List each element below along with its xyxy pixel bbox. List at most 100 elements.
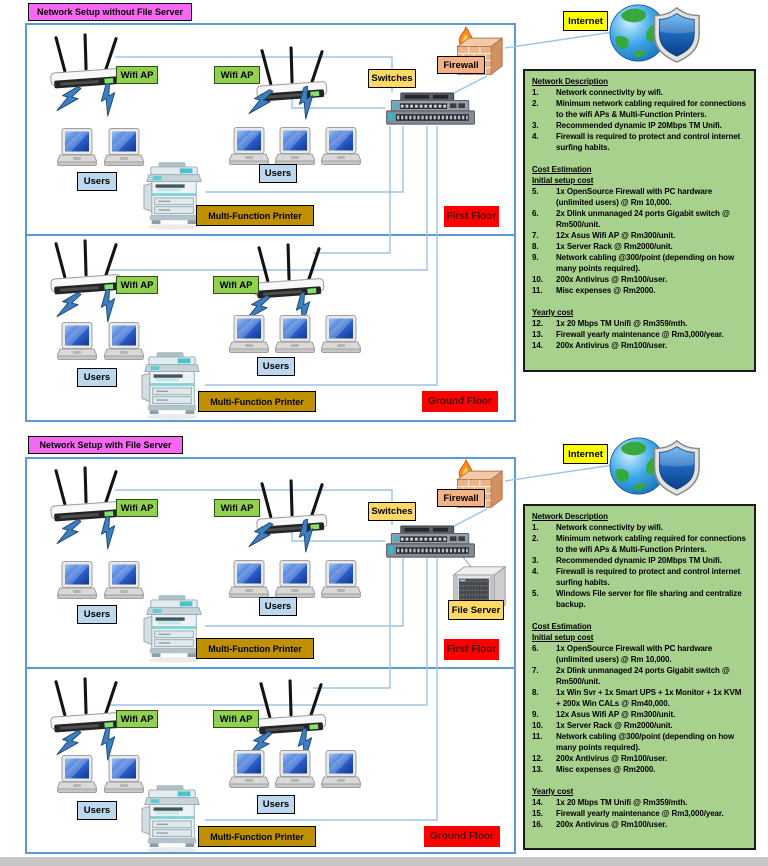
cable-line [205,558,438,821]
laptop-icon [104,322,144,362]
laptop-icon [57,128,97,168]
description-heading: Network Description [532,77,608,86]
d2-ground-floor-box [25,667,516,854]
wifi-ap-label: Wifi AP [116,499,158,517]
laptop-icon [275,560,315,600]
printer-label: Multi-Function Printer [198,391,316,412]
laptop-icon [104,561,144,601]
laptop-icon [229,127,269,167]
internet-globe-shield-icon [608,2,705,64]
laptop-icon [321,560,361,600]
cable-line [291,528,385,542]
floor-boxes [25,23,516,854]
laptop-icon [229,750,269,790]
cost-item: 14.200x Antivirus @ Rm100/user. [532,341,667,350]
cost-item: 6.2x Dlink unmanaged 24 ports Gigabit sw… [532,209,730,229]
description-item: 2.Minimum network cabling required for c… [532,99,746,119]
cable-line [291,95,385,109]
cost-item: 13.Firewall yearly maintenance @ Rm3,000… [532,330,724,339]
cost-item: 10.1x Server Rack @ Rm2000/unit. [532,721,673,730]
laptop-icon [57,561,97,601]
file-server-label: File Server [448,600,504,620]
cost-item: 16.200x Antivirus @ Rm100/user. [532,820,667,829]
laptop-icon [229,315,269,355]
cable-line [504,31,614,49]
cost-item: 11.Network cabling @300/point (depending… [532,732,735,752]
internet-label: Internet [563,444,608,464]
switch-stack-icon [385,92,477,126]
cost-item: 11.Misc expenses @ Rm2000. [532,286,656,295]
laptop-icon [104,128,144,168]
users-label: Users [257,357,295,376]
cost-item: 15.Firewall yearly maintenance @ Rm3,000… [532,809,724,818]
users-label: Users [77,172,117,191]
printer-label: Multi-Function Printer [196,638,314,659]
first-floor-label: First Floor [444,639,499,660]
printer-icon [141,351,203,421]
cost-item: 9.Network cabling @300/point (depending … [532,253,735,273]
switches-label: Switches [368,502,416,521]
switch-stack-icon [385,525,477,559]
cable-line [108,126,428,271]
firewall-label: Firewall [437,489,485,507]
users-label: Users [257,795,295,814]
diagram1-title: Network Setup without File Server [28,3,192,21]
yearly-cost-heading: Yearly cost [532,787,574,796]
description-item: 1.Network connectivity by wifi. [532,88,663,97]
diagram2-title: Network Setup with File Server [28,436,183,454]
description-item: 4.Firewall is required to protect and co… [532,132,741,152]
ground-floor-label: Ground Floor [424,826,500,847]
yearly-cost-heading: Yearly cost [532,308,574,317]
cable-line [205,126,404,193]
laptop-icon [57,322,97,362]
laptop-icon [321,127,361,167]
cost-item: 7.2x Dlink unmanaged 24 ports Gigabit sw… [532,666,730,686]
cost-estimation-heading: Cost Estimation [532,165,592,174]
ground-floor-label: Ground Floor [422,391,498,412]
description-item: 4.Firewall is required to protect and co… [532,567,741,587]
printer-label: Multi-Function Printer [198,826,316,847]
cost-item: 12.200x Antivirus @ Rm100/user. [532,754,667,763]
description-item: 5.Windows File server for file sharing a… [532,589,742,609]
cable-line [451,508,488,528]
network-cables [108,31,614,821]
laptop-icon [104,755,144,795]
printer-icon [141,784,203,854]
users-label: Users [77,605,117,624]
wifi-ap-label: Wifi AP [214,499,260,517]
network-description-panel: Network Description 1.Network connectivi… [523,69,756,372]
cable-line [313,558,391,689]
yearly-cost-list: 12.1x 20 Mbps TM Unifi @ Rm359/mth.13.Fi… [532,318,747,351]
first-floor-label: First Floor [444,206,499,227]
cost-item: 5.1x OpenSource Firewall with PC hardwar… [532,187,713,207]
users-label: Users [259,164,297,183]
initial-cost-list: 5.1x OpenSource Firewall with PC hardwar… [532,186,747,296]
laptop-icon [229,560,269,600]
description-list: 1.Network connectivity by wifi.2.Minimum… [532,522,747,610]
description-item: 1.Network connectivity by wifi. [532,523,663,532]
laptop-icon [275,127,315,167]
d1-ground-floor-box [25,234,516,422]
page-edge-strip [0,857,768,866]
wifi-ap-label: Wifi AP [213,276,259,294]
cable-line [108,558,428,706]
cost-item: 9.12x Asus Wifi AP @ Rm300/unit. [532,710,676,719]
description-heading: Network Description [532,512,608,521]
initial-cost-list: 6.1x OpenSource Firewall with PC hardwar… [532,643,747,775]
network-description-panel: Network Description 1.Network connectivi… [523,504,756,850]
cost-item: 14.1x 20 Mbps TM Unifi @ Rm359/mth. [532,798,688,807]
cable-line [205,558,404,627]
switches-label: Switches [368,69,416,88]
cable-line [504,464,614,482]
laptop-icon [321,315,361,355]
laptop-icon [275,750,315,790]
users-label: Users [259,597,297,616]
cable-line [205,126,438,386]
description-item: 3.Recommended dynamic IP 20Mbps TM Unifi… [532,121,722,130]
internet-globe-shield-icon [608,435,705,497]
laptop-icon [57,755,97,795]
description-item: 3.Recommended dynamic IP 20Mbps TM Unifi… [532,556,722,565]
internet-label: Internet [563,11,608,31]
